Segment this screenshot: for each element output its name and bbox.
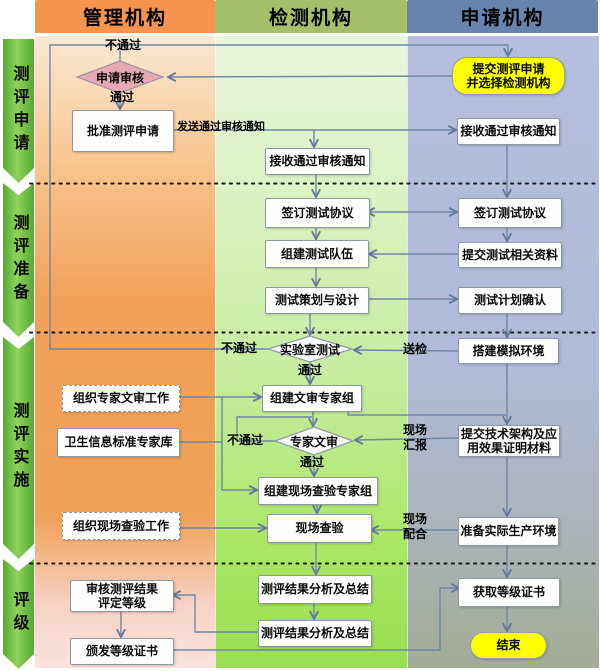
phase-arrow-preparation: 测评准备 [3,183,34,337]
application-review-diamond: 申请审核 [95,70,144,85]
column-header-management: 管理机构 [35,0,215,33]
phase-arrow-implementation: 测评实施 [3,337,34,559]
sign-agreement-right-box: 签订测试协议 [458,198,562,228]
form-doc-expert-group-box: 组建文审专家组 [262,385,362,412]
expert-doc-review-diamond: 专家文审 [289,434,338,449]
phase-label-grading: 评级 [10,591,28,637]
expert-doc-review-diamond-shape [273,426,355,456]
phase-arrow-application: 测评申请 [3,39,34,183]
receive-notice-right-box: 接收通过审核通知 [457,118,560,145]
sign-agreement-mid-box: 签订测试协议 [265,198,370,228]
get-certificate-box: 获取等级证书 [458,578,560,607]
edge-label-site-report: 现场 汇报 [402,423,427,452]
edge-label-inspect-send: 送检 [402,342,427,356]
lab-test-diamond: 实验室测试 [279,342,340,357]
site-inspection-box: 现场查验 [267,514,372,543]
result-analysis-box-2: 测评结果分析及总结 [258,620,372,647]
build-sim-env-box: 搭建模拟环境 [458,338,559,364]
phase-label-preparation: 测评准备 [10,214,28,306]
decision-diamonds [75,60,355,456]
test-planning-box: 测试策划与设计 [265,287,369,314]
flow-connectors [49,44,508,651]
submit-application-start-node: 提交测评申请 并选择检测机构 [452,57,565,95]
phase-label-implementation: 测评实施 [10,402,28,494]
column-header-applicant: 申请机构 [407,0,598,33]
application-review-diamond-shape [75,60,165,94]
lab-test-diamond-shape [265,335,355,363]
edge-label-pass-expert: 通过 [299,455,324,469]
issue-certificate-box: 颁发等级证书 [70,638,174,665]
organize-doc-review-box: 组织专家文审工作 [62,385,180,412]
phase-arrow-grading: 评级 [3,559,34,669]
build-test-team-box: 组建测试队伍 [265,240,369,268]
health-expert-database-box: 卫生信息标准专家库 [57,428,180,457]
phase-label-application: 测评申请 [10,65,28,157]
prepare-prod-env-box: 准备实际生产环境 [458,517,559,546]
result-analysis-box-1: 测评结果分析及总结 [258,575,372,604]
column-header-testing: 检测机构 [215,0,407,33]
organize-site-check-box: 组织现场查验工作 [62,512,180,540]
review-results-grade-box: 审核测评结果 评定等级 [70,580,174,612]
approve-application-box: 批准测评申请 [72,110,174,152]
edge-label-send-notice: 发送通过审核通知 [177,121,265,133]
confirm-test-plan-box: 测试计划确认 [458,287,562,314]
edge-label-pass-lab: 通过 [297,363,322,377]
submit-test-materials-box: 提交测试相关资料 [458,242,562,268]
form-site-expert-group-box: 组建现场查验专家组 [258,477,378,505]
submit-tech-materials-box: 提交技术架构及应 用效果证明材料 [458,425,560,457]
end-node: 结束 [470,632,547,659]
receive-notice-mid-box: 接收通过审核通知 [265,148,370,175]
edge-label-fail-expert: 不通过 [226,433,263,447]
edge-label-fail-lab: 不通过 [220,341,257,355]
edge-label-pass-top: 通过 [109,90,134,104]
edge-label-fail-top: 不通过 [104,38,141,52]
edge-label-site-coop: 现场 配合 [402,512,427,541]
